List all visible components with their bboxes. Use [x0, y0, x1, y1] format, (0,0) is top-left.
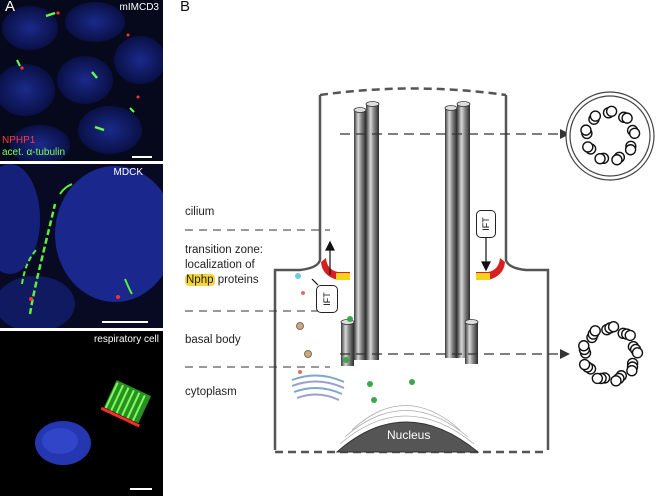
cell-label-mimcd3: mIMCD3 [119, 2, 159, 13]
axoneme-left [340, 101, 380, 366]
micrograph-mimcd3-image [0, 0, 163, 161]
vesicle [301, 291, 305, 295]
scale-bar [130, 488, 152, 490]
microtubule [631, 347, 644, 359]
label-transition-line3: Nphp proteins [185, 273, 263, 288]
microtubule [607, 321, 620, 333]
microtubule [611, 154, 623, 166]
scale-bar [132, 156, 152, 158]
microtubule [610, 375, 622, 387]
microtubule [589, 110, 602, 122]
highlight-nphp: Nphp [185, 274, 215, 286]
panel-a-label: A [5, 0, 16, 15]
section-arrows [340, 133, 558, 355]
micrograph-mdck-image [0, 164, 163, 328]
label-basal-body: basal body [185, 334, 241, 346]
label-cilium: cilium [185, 206, 215, 218]
cell-outline [273, 87, 550, 454]
zone-dividers [185, 229, 330, 368]
microtubule [580, 124, 592, 136]
microtubule [582, 141, 594, 153]
scale-bar [102, 321, 148, 323]
microtubule [594, 152, 606, 165]
microtubule [626, 365, 638, 377]
arrow-head [560, 349, 570, 359]
label-transition-line2: localization of [185, 259, 255, 271]
stain-label-tubulin: acet. α-tubulin [2, 147, 66, 158]
micrograph-mdck: MDCK [0, 164, 163, 328]
basal-body-cross-section [578, 321, 644, 387]
micrograph-respiratory-image [0, 331, 163, 496]
cell-label-mdck: MDCK [113, 167, 143, 178]
microtubule [628, 127, 641, 139]
label-nucleus: Nucleus [387, 428, 431, 442]
panel-b-label: B [180, 0, 191, 15]
vesicle [304, 350, 312, 358]
vesicle [298, 370, 302, 374]
ift-label: IFT [481, 217, 491, 231]
golgi-apparatus [291, 374, 345, 401]
arrow-head [560, 129, 570, 139]
label-cytoplasm: cytoplasm [185, 386, 237, 398]
axoneme-right [444, 101, 479, 364]
axoneme-cross-section [565, 91, 655, 181]
microtubule [624, 144, 637, 156]
vesicle [296, 322, 304, 330]
stain-label-nphp1: NPHP1 [2, 135, 36, 146]
ift-label: IFT [322, 292, 332, 306]
vesicle [295, 273, 301, 279]
label-transition-line1: transition zone: [185, 244, 263, 256]
micrograph-mimcd3: mIMCD3 NPHP1 acet. α-tubulin [0, 0, 163, 161]
micrograph-respiratory: respiratory cell [0, 331, 163, 496]
microtubule [624, 329, 636, 342]
transition-zone-proteins [321, 258, 505, 280]
microtubule [605, 105, 618, 118]
label-proteins: proteins [214, 274, 259, 286]
ift-arrows [311, 235, 491, 286]
nucleus [335, 405, 480, 453]
label-transition-zone: transition zone: localization of Nphp pr… [185, 243, 263, 288]
cell-label-respiratory: respiratory cell [93, 334, 159, 345]
microtubule [591, 372, 604, 385]
ift-tag-right: IFT [476, 210, 496, 238]
microtubule [578, 358, 591, 371]
microtubule [578, 340, 590, 352]
ift-tag-left: IFT [316, 285, 338, 313]
microtubule [589, 325, 601, 337]
microtubule [621, 112, 633, 124]
